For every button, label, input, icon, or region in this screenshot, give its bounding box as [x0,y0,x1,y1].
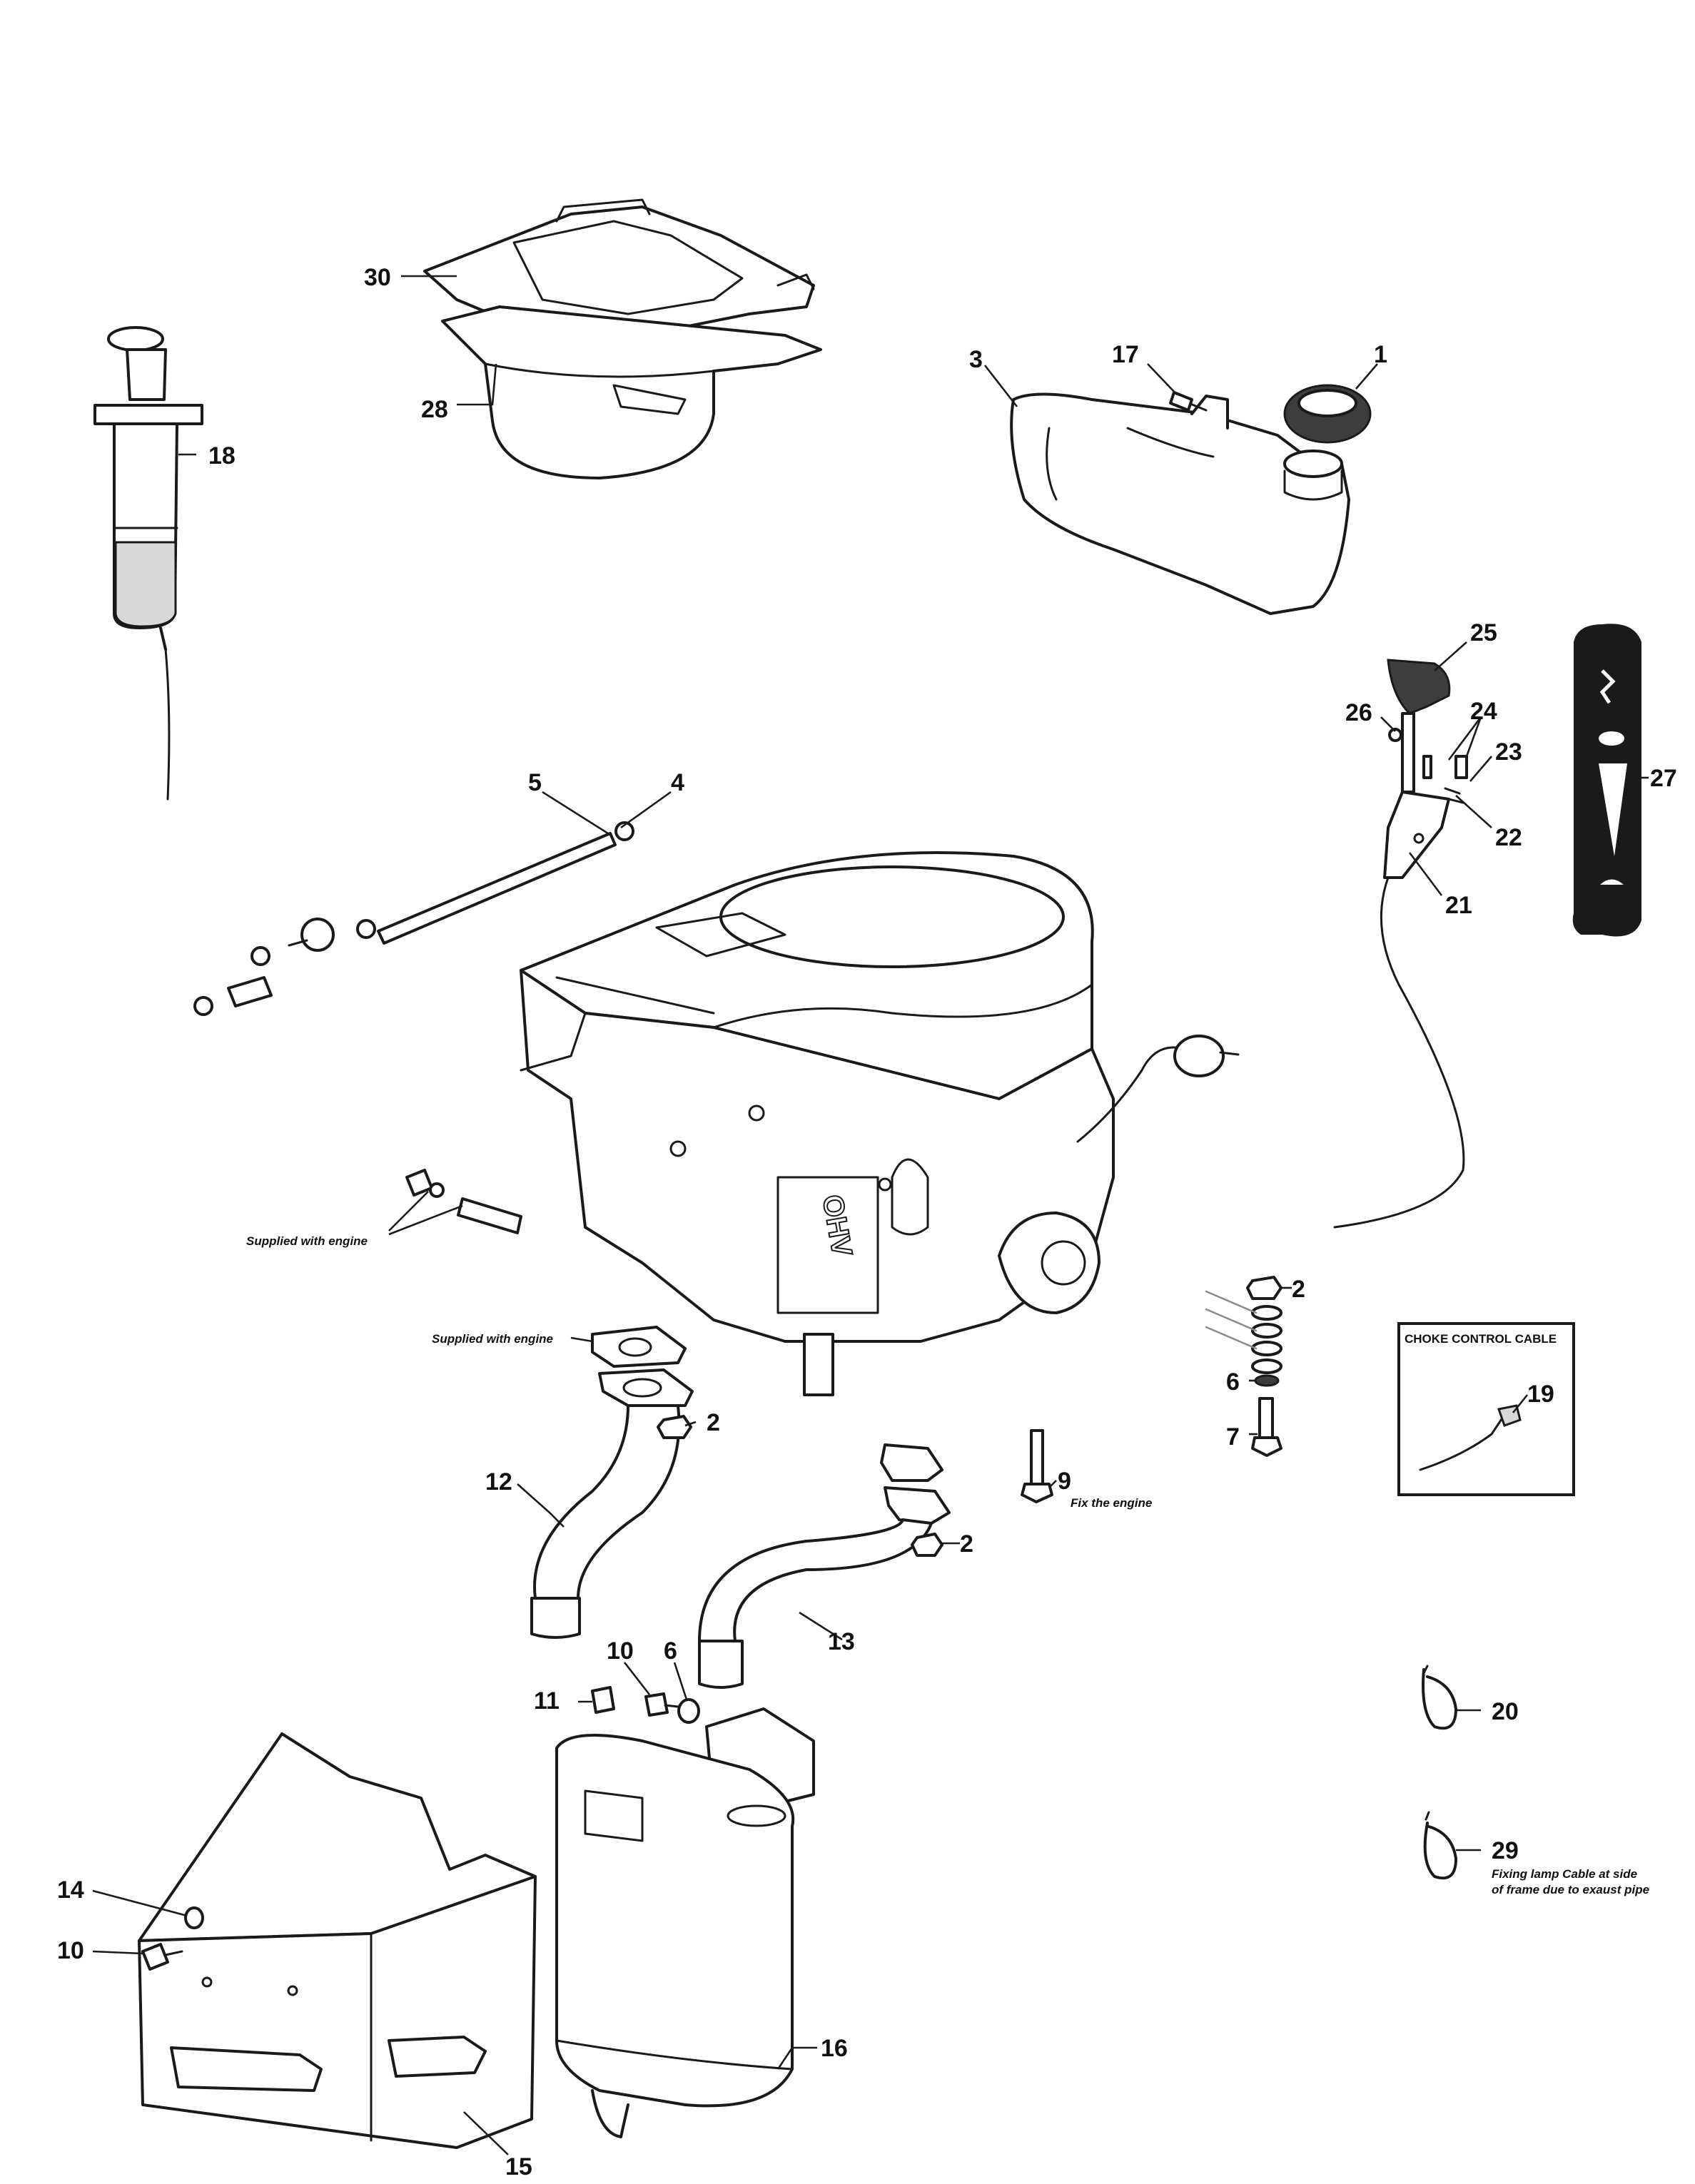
callout-10-bottom: 10 [57,1937,84,1964]
callout-27: 27 [1650,765,1677,792]
callout-17: 17 [1112,341,1139,368]
callout-1: 1 [1374,341,1387,368]
callout-21: 21 [1445,892,1472,919]
note-supplied-with-engine-fittings: Supplied with engine [246,1234,368,1248]
heat-shield-hardware [141,1906,204,1971]
callout-15: 15 [505,2153,532,2180]
callout-6-muffler: 6 [664,1637,677,1665]
exhaust-gasket [591,1326,687,1368]
callout-30: 30 [364,264,391,291]
callout-25: 25 [1470,619,1497,646]
nut-2-left [657,1415,692,1439]
heat-shield [138,1732,537,2149]
callout-20: 20 [1492,1698,1519,1725]
oil-syringe [93,326,203,801]
callout-18: 18 [208,442,236,469]
fuel-cap [1283,384,1372,444]
cable-tie-29 [1423,1811,1457,1880]
leader-lines [92,275,1649,2155]
callout-13: 13 [828,1628,855,1655]
note-fix-the-engine: Fix the engine [1071,1496,1152,1510]
engine-body: OHV [520,851,1240,1396]
exhaust-pipe-right [698,1443,951,1689]
callout-3: 3 [969,346,983,373]
note-supplied-with-engine-gasket: Supplied with engine [432,1332,553,1346]
callout-26: 26 [1345,699,1372,726]
note-fixing-lamp-line2: of frame due to exaust pipe [1492,1883,1649,1896]
diagram-notes: Supplied with engine Supplied with engin… [246,1234,1649,1896]
choke-cable-inset: CHOKE CONTROL CABLE [1397,1322,1575,1496]
nut-2-stack [1205,1276,1282,1457]
callout-2-left: 2 [707,1409,720,1436]
cable-tie-20 [1422,1665,1457,1730]
callout-19: 19 [1527,1381,1554,1408]
tank-screw [1169,391,1208,412]
callout-labels: 30 28 18 3 17 1 25 26 24 23 22 21 27 5 4… [57,264,1677,2180]
engine-fittings [405,1169,522,1234]
callout-2-right: 2 [960,1530,973,1558]
callout-29: 29 [1492,1837,1519,1864]
callout-4: 4 [671,769,684,796]
callout-23: 23 [1495,738,1522,766]
throttle-lever-assembly [1333,659,1468,1229]
callout-16: 16 [821,2035,848,2062]
callout-12: 12 [485,1468,512,1495]
callout-28: 28 [421,396,448,423]
muffler-hardware [591,1686,700,1724]
fuel-hose-assembly [193,821,634,1016]
exhaust-pipe-left [530,1368,694,1639]
callout-11: 11 [534,1687,560,1715]
air-duct-bowl [441,305,822,479]
callout-14: 14 [57,1876,84,1904]
callout-10-top: 10 [607,1637,634,1665]
callout-7: 7 [1226,1423,1240,1451]
bolt-9 [1021,1429,1053,1503]
muffler [555,1707,815,2138]
throttle-decal [1572,624,1641,937]
note-fixing-lamp-line1: Fixing lamp Cable at side [1492,1867,1637,1881]
callout-24: 24 [1470,698,1497,725]
inset-title: CHOKE CONTROL CABLE [1405,1332,1557,1346]
nut-2-right [911,1533,943,1557]
callout-6-stack: 6 [1226,1368,1240,1396]
fuel-tank [1010,392,1350,615]
callout-2-stack: 2 [1292,1276,1305,1303]
callout-5: 5 [528,769,542,796]
callout-22: 22 [1495,824,1522,851]
callout-9: 9 [1058,1468,1071,1495]
